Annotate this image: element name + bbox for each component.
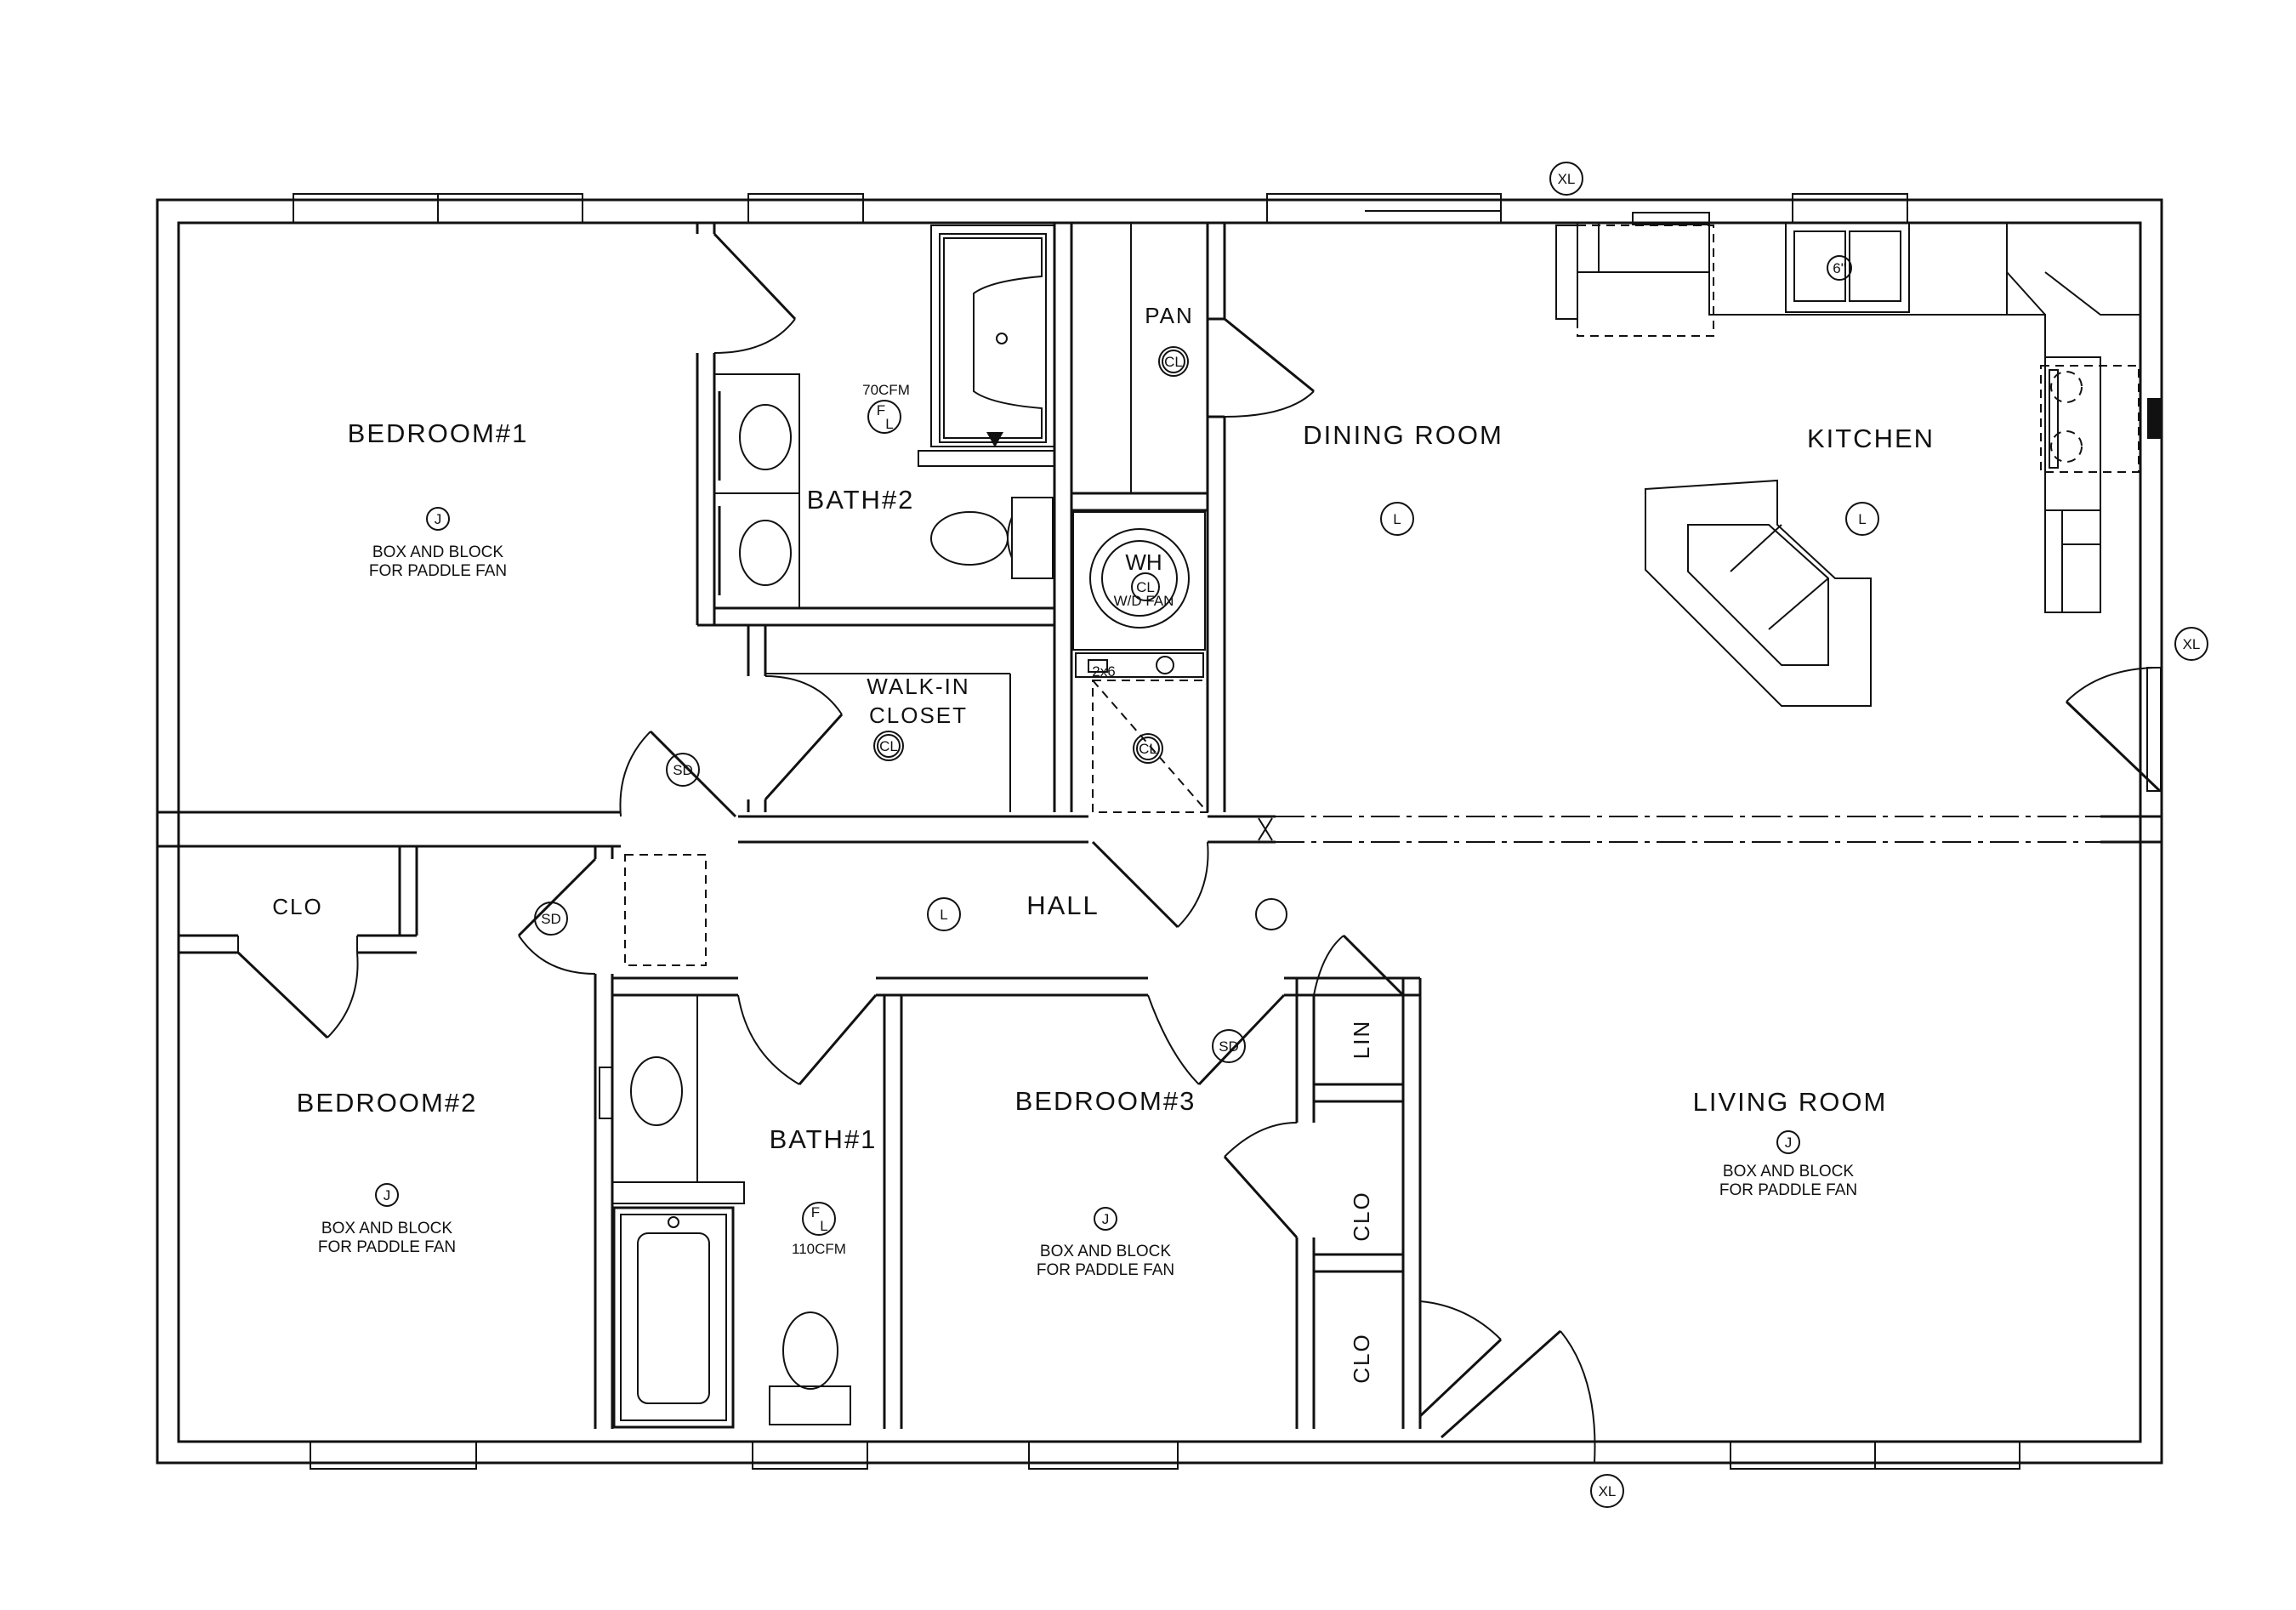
junction-bed3: J: [1102, 1211, 1110, 1227]
cfm-bath2: 70CFM: [862, 382, 910, 398]
room-walkin-1: WALK-IN: [867, 674, 969, 699]
symbol-labels: XL XL XL J J J J L L L CL CL CL CL SD SD…: [384, 171, 2201, 1499]
fan-f-bath1: F: [811, 1204, 820, 1220]
bed1-note-2: FOR PADDLE FAN: [369, 562, 507, 580]
cl-walkin: CL: [879, 738, 898, 754]
junction-bed2: J: [384, 1187, 391, 1203]
bed2-note-2: FOR PADDLE FAN: [318, 1238, 456, 1256]
room-walkin-2: CLOSET: [869, 703, 968, 728]
xl-label-bottom: XL: [1599, 1483, 1617, 1499]
fixtures: [599, 222, 2140, 1429]
fan-f-bath2: F: [877, 402, 885, 418]
fan-l-bath2: L: [885, 416, 893, 432]
living-note-2: FOR PADDLE FAN: [1719, 1181, 1857, 1199]
bed1-note-1: BOX AND BLOCK: [372, 543, 503, 561]
tag-2x6: 2x6: [1092, 663, 1115, 680]
sd-bed1: SD: [673, 762, 693, 778]
cl-wh: CL: [1136, 579, 1155, 595]
living-note-1: BOX AND BLOCK: [1723, 1163, 1854, 1180]
junction-bed1: J: [435, 511, 442, 527]
fan-l-bath1: L: [820, 1218, 827, 1234]
room-hall: HALL: [1026, 890, 1100, 920]
wd-fan-label: W/D FAN: [1114, 593, 1174, 609]
room-bedroom3: BEDROOM#3: [1015, 1086, 1196, 1116]
light-kitchen: L: [1858, 511, 1866, 527]
room-bath1: BATH#1: [770, 1124, 878, 1154]
symbol-circles: [375, 162, 2208, 1508]
room-dining: DINING ROOM: [1303, 420, 1503, 450]
bed2-note-1: BOX AND BLOCK: [321, 1220, 452, 1237]
xl-label-top: XL: [1558, 171, 1576, 187]
sink-size: 6": [1833, 260, 1846, 276]
wh-label: WH: [1125, 549, 1162, 575]
interior-walls: [179, 223, 1422, 1429]
cl-laundry: CL: [1139, 741, 1157, 757]
light-hall: L: [940, 907, 947, 923]
room-clo-a: CLO: [1349, 1191, 1374, 1241]
room-labels: BEDROOM#1 BATH#2 PAN DINING ROOM KITCHEN…: [272, 303, 1935, 1384]
light-dining: L: [1393, 511, 1401, 527]
room-pan: PAN: [1145, 303, 1194, 328]
room-kitchen: KITCHEN: [1807, 424, 1935, 453]
fan-notes: BOX AND BLOCK FOR PADDLE FAN BOX AND BLO…: [318, 543, 1857, 1279]
room-clo-b: CLO: [1349, 1333, 1374, 1383]
room-bedroom1: BEDROOM#1: [348, 418, 529, 448]
cl-pan: CL: [1164, 354, 1183, 370]
room-living: LIVING ROOM: [1693, 1087, 1888, 1117]
windows: [293, 193, 2161, 1470]
bed3-note-2: FOR PADDLE FAN: [1037, 1261, 1174, 1279]
room-clo-bed2: CLO: [272, 894, 322, 919]
sd-bed3: SD: [1219, 1038, 1239, 1055]
room-lin: LIN: [1349, 1020, 1374, 1059]
junction-living: J: [1785, 1135, 1793, 1151]
room-bedroom2: BEDROOM#2: [297, 1088, 478, 1118]
room-bath2: BATH#2: [807, 485, 915, 515]
bed3-note-1: BOX AND BLOCK: [1040, 1243, 1171, 1260]
doors: [236, 232, 2162, 1464]
sd-bed2: SD: [541, 911, 561, 927]
xl-label-right: XL: [2183, 636, 2201, 652]
cfm-bath1: 110CFM: [792, 1241, 846, 1257]
